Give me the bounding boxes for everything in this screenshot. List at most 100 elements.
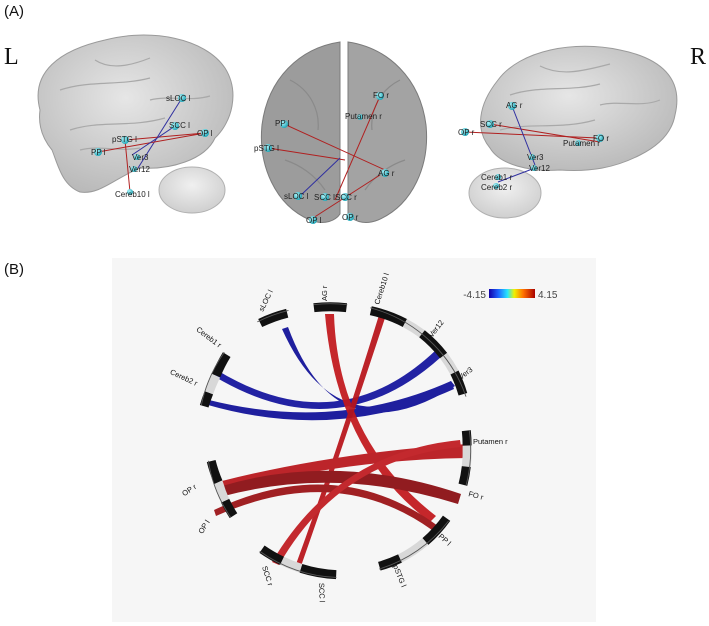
chord-label-ag-r: AG r — [320, 285, 329, 301]
brain-node — [178, 94, 186, 102]
brain-node-label: Cereb10 l — [115, 190, 150, 199]
arc-gap — [397, 538, 429, 563]
brain-node — [508, 102, 516, 110]
arc-cereb10-l — [369, 306, 407, 328]
chord-node-labels: sLOC l AG r Cereb10 l Ver12 Ver3 Putamen… — [169, 272, 508, 603]
bracket — [257, 309, 289, 323]
brain-node — [131, 166, 137, 172]
panel-a-label: (A) — [4, 3, 24, 20]
brain-node-label: PP l — [91, 148, 106, 157]
ribbon-cereb2r-ver12 — [212, 350, 441, 409]
arc-gap — [213, 480, 230, 503]
arc-pp-l — [422, 515, 451, 545]
arc-ver3 — [450, 370, 468, 396]
bracket — [465, 430, 472, 486]
brain-node — [461, 128, 469, 136]
arc-pstg-l — [378, 554, 402, 571]
right-view-nodes — [461, 102, 604, 189]
left-view-labels: sLOC l SCC l OP l pSTG l PP l Ver3 Ver12… — [91, 94, 213, 199]
chord-label-sloc-l: sLOC l — [257, 288, 275, 313]
brain-edge — [299, 157, 341, 197]
brain-node — [376, 92, 384, 100]
brain-node-label: Ver12 — [129, 165, 150, 174]
arc-cereb2-r — [199, 390, 214, 408]
ribbon-opl-ppl — [214, 484, 438, 530]
negative-connections — [208, 327, 455, 421]
chord-label-op-r: OP r — [180, 482, 198, 498]
brain-node — [171, 122, 179, 130]
colorbar-max-label: 4.15 — [538, 290, 558, 301]
ribbon-cereb10l-sccr — [295, 315, 385, 569]
brain-node-label: OP l — [306, 216, 322, 225]
brain-node-label: Putamen r — [563, 139, 600, 148]
left-lateral-brain — [37, 34, 234, 214]
arc-scc-l — [299, 563, 337, 580]
brain-node-label: SCC r — [480, 120, 502, 129]
brain-node — [357, 114, 363, 120]
brain-renderings: sLOC l SCC l OP l pSTG l PP l Ver3 Ver12… — [37, 34, 678, 225]
left-view-nodes — [94, 94, 209, 195]
panel-b-label: (B) — [4, 261, 24, 278]
brain-edge — [131, 125, 176, 156]
colorbar-gradient — [489, 289, 535, 298]
brain-node-label: Ver12 — [529, 164, 550, 173]
brain-node — [309, 216, 317, 224]
brain-node-label: SCC l — [314, 193, 335, 202]
brain-node — [596, 134, 604, 142]
brain-node-label: OP r — [342, 213, 359, 222]
top-view-nodes — [264, 92, 389, 224]
brain-node — [493, 183, 499, 189]
brain-edge — [334, 95, 381, 201]
colorbar-min-label: -4.15 — [463, 290, 486, 301]
chord-label-scc-r: SCC r — [260, 565, 275, 588]
brain-node — [529, 154, 535, 160]
brain-node — [341, 193, 349, 201]
brain-node-label: OP r — [458, 128, 475, 137]
brain-edge — [124, 132, 206, 141]
brain-node-label: Ver3 — [132, 153, 149, 162]
brain-node-label: pSTG l — [112, 135, 137, 144]
brain-node-label: AG r — [506, 101, 523, 110]
chord-label-cereb2-r: Cereb2 r — [169, 367, 200, 388]
chord-label-cereb1-r: Cereb1 r — [194, 325, 223, 350]
brain-node-label: pSTG l — [254, 144, 279, 153]
positive-connections — [214, 314, 468, 569]
brain-edge — [489, 123, 601, 143]
brain-node — [381, 169, 389, 177]
brain-edge — [283, 123, 386, 171]
brain-edge — [497, 167, 536, 183]
brain-edge — [267, 147, 346, 161]
arc-gap — [204, 373, 221, 395]
brain-node — [201, 129, 209, 137]
chord-label-fo-r: FO r — [467, 489, 484, 502]
brain-node-label: sLOC l — [166, 94, 191, 103]
brain-edge — [137, 97, 183, 169]
brain-node — [321, 193, 329, 201]
chord-label-ver12: Ver12 — [426, 318, 445, 339]
bracket — [259, 550, 337, 578]
chord-label-cereb10-l: Cereb10 l — [372, 272, 391, 306]
chord-diagram: -4.15 4.15 — [169, 272, 558, 603]
arc-fo-r — [458, 466, 471, 486]
arc-cereb1-r — [211, 352, 231, 378]
brain-node-label: Ver3 — [527, 153, 544, 162]
bracket — [313, 303, 348, 306]
brain-node — [94, 148, 102, 156]
right-lateral-brain — [468, 45, 678, 219]
brain-node — [280, 120, 288, 128]
brain-node — [264, 144, 272, 152]
right-hemisphere-letter: R — [690, 44, 707, 70]
bracket — [370, 307, 467, 397]
brain-node — [531, 165, 537, 171]
brain-node-label: PP l — [275, 119, 290, 128]
brain-node-label: Cereb1 r — [481, 173, 512, 182]
chord-label-pstg-l: pSTG l — [391, 563, 408, 588]
brain-node — [121, 136, 129, 144]
brain-node — [294, 192, 302, 200]
brain-node — [486, 120, 494, 128]
chord-panel-background — [112, 258, 596, 622]
brain-node-label: AG r — [378, 169, 395, 178]
arc-putamen-r — [461, 430, 472, 446]
brain-edge — [124, 139, 131, 193]
brain-node-label: FO r — [373, 91, 389, 100]
